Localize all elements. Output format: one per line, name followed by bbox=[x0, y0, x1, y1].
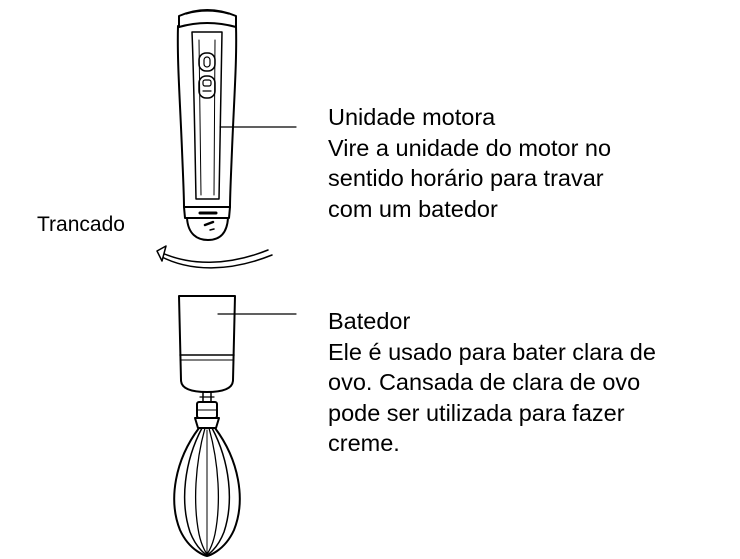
turbo-button-icon bbox=[198, 75, 216, 99]
motor-unit-line: Vire a unidade do motor no bbox=[328, 134, 612, 161]
whisk-description: Batedor Ele é usado para bater clara de … bbox=[328, 306, 656, 459]
whisk-line: Ele é usado para bater clara de bbox=[328, 338, 656, 365]
motor-unit-illustration bbox=[176, 9, 297, 241]
motor-unit-description: Unidade motora Vire a unidade do motor n… bbox=[328, 102, 611, 224]
whisk-line: creme. bbox=[328, 430, 400, 456]
whisk-title: Batedor bbox=[328, 308, 411, 334]
whisk-line: pode ser utilizada para fazer bbox=[328, 399, 625, 426]
power-button-icon bbox=[198, 52, 216, 72]
whisk-illustration bbox=[173, 295, 297, 557]
motor-unit-title: Unidade motora bbox=[328, 104, 496, 130]
whisk-line: ovo. Cansada de clara de ovo bbox=[328, 369, 641, 395]
motor-unit-line: sentido horário para travar bbox=[328, 165, 604, 191]
clockwise-arrow-icon bbox=[156, 245, 273, 269]
locked-label: Trancado bbox=[37, 213, 125, 236]
motor-unit-line: com um batedor bbox=[328, 195, 498, 222]
